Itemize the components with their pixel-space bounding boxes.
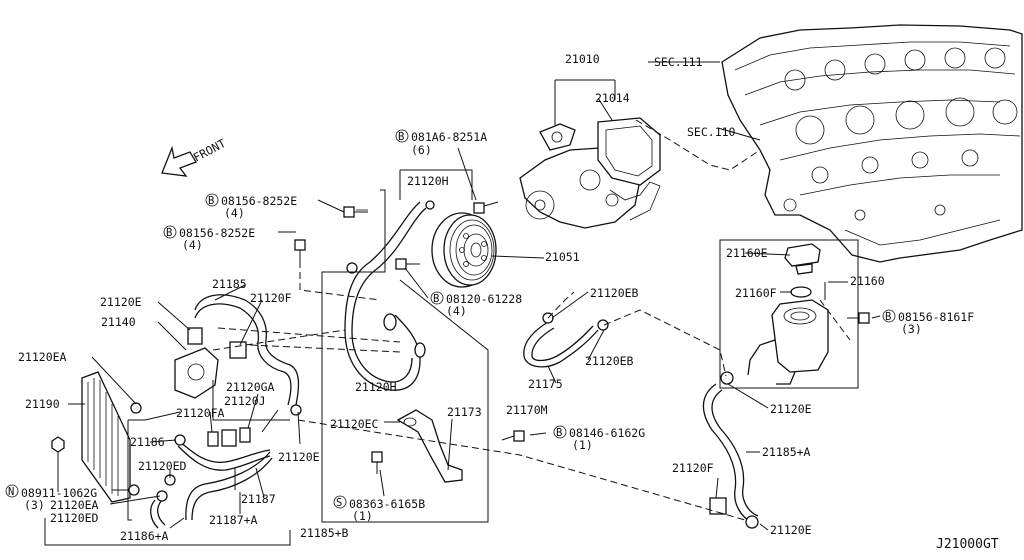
label-21140: 21140 xyxy=(101,315,136,329)
label-08120: 08120-61228 xyxy=(446,292,522,306)
label-21175: 21175 xyxy=(528,377,563,391)
front-arrow-icon: FRONT xyxy=(161,136,228,177)
qty-08146: (1) xyxy=(572,438,593,452)
nut-marker: N xyxy=(8,486,14,498)
label-21120f-top: 21120F xyxy=(250,291,292,305)
label-21120ga: 21120GA xyxy=(226,380,275,394)
oil-cooler-21190 xyxy=(81,371,142,503)
clamps xyxy=(156,200,759,529)
label-21187a: 21187+A xyxy=(209,513,258,527)
qty-08156-2: (4) xyxy=(182,238,203,252)
label-21051: 21051 xyxy=(545,250,580,264)
label-21120ed-1: 21120ED xyxy=(138,459,187,473)
label-21120j: 21120J xyxy=(224,394,266,408)
engine-block xyxy=(721,24,1023,263)
steering-valve xyxy=(174,327,247,399)
bolt-marker: B xyxy=(398,131,404,143)
label-21120e-right: 21120E xyxy=(770,402,812,416)
label-21160: 21160 xyxy=(850,274,885,288)
sec-111-label: SEC.111 xyxy=(654,55,703,69)
label-21120fa: 21120FA xyxy=(176,406,225,420)
label-21120e-mid: 21120E xyxy=(278,450,320,464)
qty-08120: (4) xyxy=(446,304,467,318)
bolt-marker: B xyxy=(556,427,562,439)
label-21170m: 21170M xyxy=(506,403,548,417)
hoses xyxy=(150,201,759,529)
label-08911: 08911-1062G xyxy=(21,486,97,500)
label-08156-1: 08156-8252E xyxy=(221,194,297,208)
label-21173: 21173 xyxy=(447,405,482,419)
bolt-marker: B xyxy=(885,311,891,323)
label-21185a: 21185+A xyxy=(762,445,811,459)
label-21186a: 21186+A xyxy=(120,529,169,543)
label-21120ec: 21120EC xyxy=(330,417,379,431)
frame-lines xyxy=(44,79,616,546)
label-21120e-bot: 21120E xyxy=(770,523,812,537)
label-21187: 21187 xyxy=(241,492,276,506)
label-21120h-top: 21120H xyxy=(407,174,449,188)
qty-081a6: (6) xyxy=(411,143,432,157)
label-21160f: 21160F xyxy=(735,286,777,300)
qty-08156-1: (4) xyxy=(224,206,245,220)
screw-marker: S xyxy=(336,497,342,509)
label-21120h-mid: 21120H xyxy=(355,380,397,394)
label-08363: 08363-6165B xyxy=(349,497,425,511)
label-21190: 21190 xyxy=(25,397,60,411)
label-081a6: 081A6-8251A xyxy=(411,130,487,144)
label-21120e-top: 21120E xyxy=(100,295,142,309)
label-08156-8161f: 08156-8161F xyxy=(898,310,974,324)
diagram-id: J21000GT xyxy=(936,537,999,552)
reservoir-21160 xyxy=(719,239,859,389)
dashed-reference-lines xyxy=(212,119,851,521)
label-08156-2: 08156-8252E xyxy=(179,226,255,240)
labels: SEC.111 SEC.110 21010 21014 B 081A6-8251… xyxy=(5,52,999,552)
bolt-icons xyxy=(51,201,870,474)
label-21010: 21010 xyxy=(565,52,600,66)
qty-08156-8161f: (3) xyxy=(901,322,922,336)
pulley-21051 xyxy=(431,212,497,288)
label-21185b: 21185+B xyxy=(300,526,349,540)
bolt-marker: B xyxy=(166,227,172,239)
label-21120ea-bot: 21120EA xyxy=(50,498,99,512)
qty-08363: (1) xyxy=(352,509,373,523)
front-label: FRONT xyxy=(191,136,228,165)
label-08146: 08146-6162G xyxy=(569,426,645,440)
label-21120f-bot: 21120F xyxy=(672,461,714,475)
label-21120ea-top: 21120EA xyxy=(18,350,67,364)
sec-110-label: SEC.110 xyxy=(687,125,736,139)
label-21120eb-2: 21120EB xyxy=(585,354,634,368)
leader-lines xyxy=(57,61,881,531)
bolt-marker: B xyxy=(433,293,439,305)
pump-assembly xyxy=(519,117,661,229)
label-21160e: 21160E xyxy=(726,246,768,260)
label-21014: 21014 xyxy=(595,91,630,105)
label-21120ed-2: 21120ED xyxy=(50,511,99,525)
label-21185: 21185 xyxy=(212,277,247,291)
label-21186: 21186 xyxy=(130,435,165,449)
qty-08911: (3) xyxy=(24,498,45,512)
bolt-marker: B xyxy=(208,195,214,207)
label-21120eb-1: 21120EB xyxy=(590,286,639,300)
